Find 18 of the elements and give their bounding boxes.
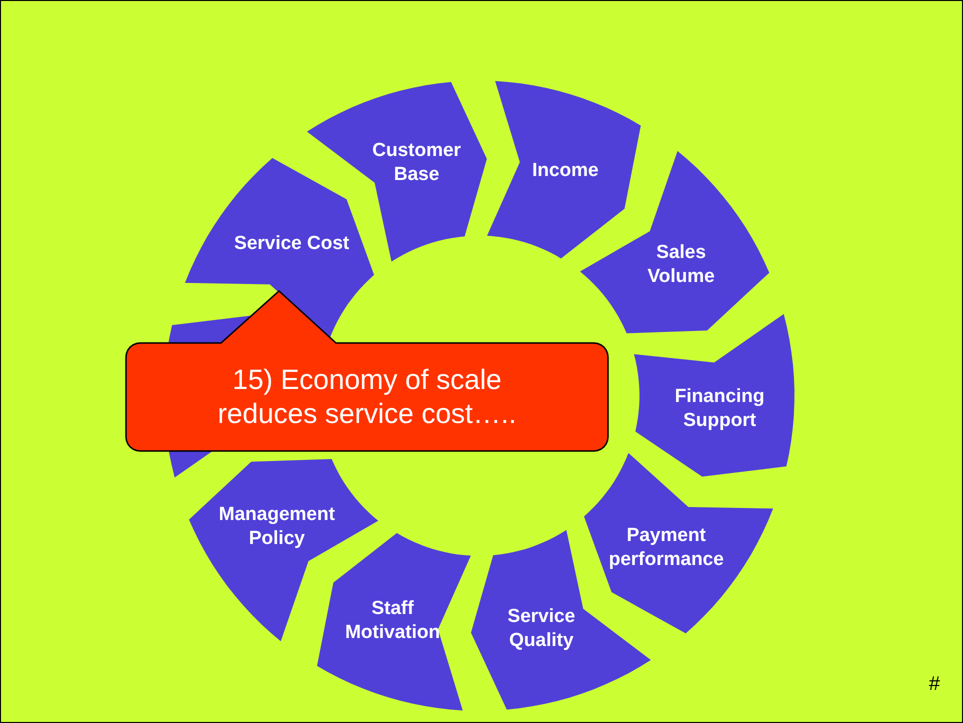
cycle-segment [487,81,642,259]
segment-label: Financing Support [674,384,766,433]
segment-label: Income [531,158,600,183]
cycle-segment [184,158,374,339]
callout-text: 15) Economy of scale reduces service cost….. [216,363,518,431]
cycle-segment [634,314,794,478]
segment-label: Service Cost [233,232,350,256]
segment-label: Staff Motivation [344,596,442,645]
segment-label: Management Policy [218,503,336,552]
cycle-segment [584,453,774,634]
callout-tooltip [126,291,608,451]
segment-label: Customer Base [371,139,462,188]
slide-number: # [928,673,940,696]
segment-label: Payment performance [608,524,725,572]
segment-label: Sales Volume [646,240,716,289]
cycle-segment [307,82,488,262]
segment-label: Service Quality [506,604,576,653]
cycle-segment [316,533,471,711]
